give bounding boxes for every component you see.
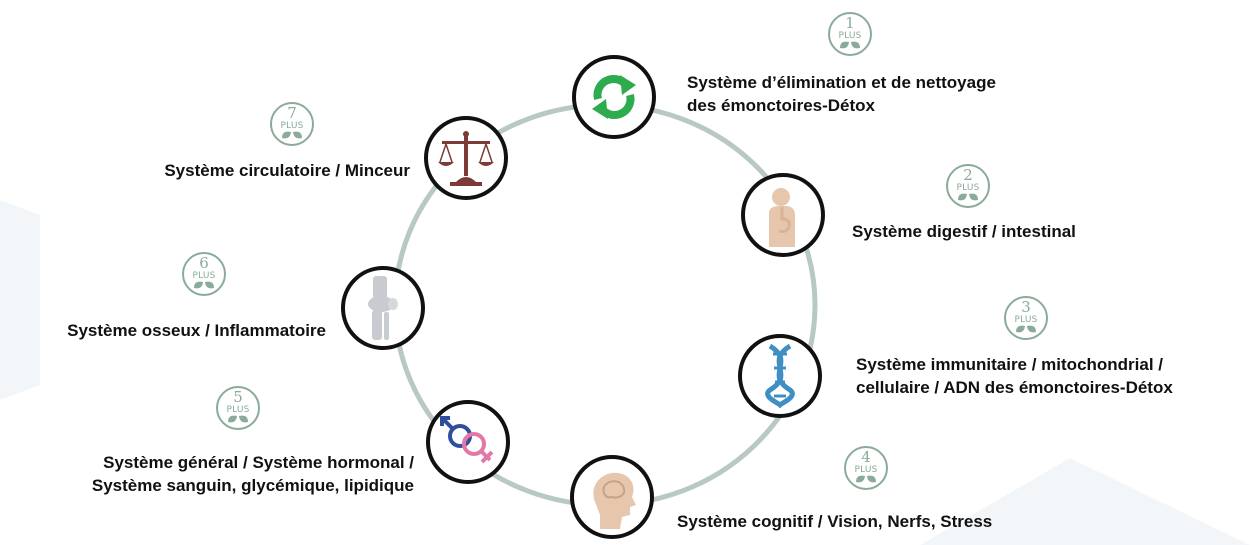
badge-number: 6 [199,254,209,272]
label-line: Système digestif / intestinal [852,222,1076,241]
system-node-4[interactable] [570,455,654,539]
digestive-body-icon [769,188,795,247]
badge-number: 2 [963,166,973,184]
plus-badge-6[interactable]: 6 PLUS [180,250,228,298]
system-label-2[interactable]: Système digestif / intestinal [852,220,1076,243]
plus-leaf-badge-icon [844,446,888,490]
plus-badge-7[interactable]: 7 PLUS [268,100,316,148]
badge-number: 7 [287,104,297,122]
plus-badge-1[interactable]: 1 PLUS [826,10,874,58]
label-line: Système sanguin, glycémique, lipidique [91,476,414,495]
plus-badge-4[interactable]: 4 PLUS [842,444,890,492]
label-line: Système immunitaire / mitochondrial / [856,355,1164,374]
system-label-4[interactable]: Système cognitif / Vision, Nerfs, Stress [677,510,992,533]
plus-leaf-badge-icon [828,12,872,56]
balance-scale-icon [438,131,494,186]
system-node-7[interactable] [424,116,508,200]
plus-leaf-badge-icon [270,102,314,146]
plus-leaf-badge-icon [216,386,260,430]
badge-number: 4 [861,448,871,466]
badge-plus-text: PLUS [1014,315,1038,325]
plus-leaf-badge-icon [182,252,226,296]
system-label-5[interactable]: Système général / Système hormonal / Sys… [92,451,414,497]
badge-plus-text: PLUS [956,183,980,193]
system-node-2[interactable] [741,173,825,257]
label-line: Système général / Système hormonal / [103,453,414,472]
label-line: cellulaire / ADN des émonctoires-Détox [856,378,1173,397]
plus-badge-5[interactable]: 5 PLUS [214,384,262,432]
system-node-1[interactable] [572,55,656,139]
label-line: des émonctoires-Détox [687,96,875,115]
label-line: Système cognitif / Vision, Nerfs, Stress [677,512,993,531]
system-label-7[interactable]: Système circulatoire / Minceur [164,159,410,182]
gender-symbols-icon [440,416,494,464]
system-node-5[interactable] [426,400,510,484]
system-node-3[interactable] [738,334,822,418]
plus-badge-3[interactable]: 3 PLUS [1002,294,1050,342]
badge-plus-text: PLUS [280,121,304,131]
plus-badge-2[interactable]: 2 PLUS [944,162,992,210]
system-label-1[interactable]: Système d’élimination et de nettoyage de… [687,71,996,117]
label-line: Système osseux / Inflammatoire [67,321,326,340]
head-brain-icon [593,472,636,529]
dna-helix-icon [765,344,795,408]
badge-plus-text: PLUS [854,465,878,475]
knee-joint-icon [368,276,398,340]
badge-number: 3 [1021,298,1031,316]
plus-leaf-badge-icon [1004,296,1048,340]
plus-leaf-badge-icon [946,164,990,208]
label-line: Système d’élimination et de nettoyage [687,73,996,92]
badge-plus-text: PLUS [838,31,862,41]
recycle-arrows-icon [592,75,636,119]
badge-number: 5 [233,388,243,406]
badge-plus-text: PLUS [226,405,250,415]
system-label-6[interactable]: Système osseux / Inflammatoire [67,319,326,342]
badge-plus-text: PLUS [192,271,216,281]
system-label-3[interactable]: Système immunitaire / mitochondrial / ce… [856,353,1173,399]
label-line: Système circulatoire / Minceur [164,161,410,180]
badge-number: 1 [845,14,855,32]
system-node-6[interactable] [341,266,425,350]
